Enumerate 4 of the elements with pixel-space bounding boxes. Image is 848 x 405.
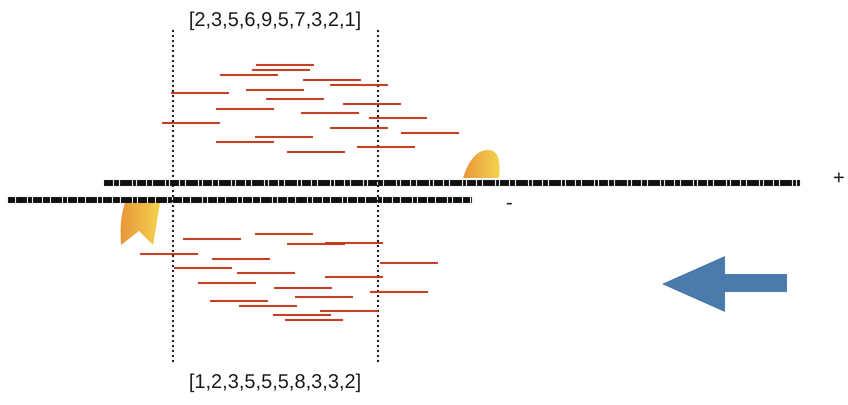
count-vector-label: [1,2,3,5,5,5,8,3,3,2]: [188, 372, 362, 392]
strand-sign: +: [833, 168, 845, 188]
strand-sign: -: [506, 193, 513, 213]
count-vector-label: [2,3,5,6,9,5,7,3,2,1]: [188, 10, 362, 30]
